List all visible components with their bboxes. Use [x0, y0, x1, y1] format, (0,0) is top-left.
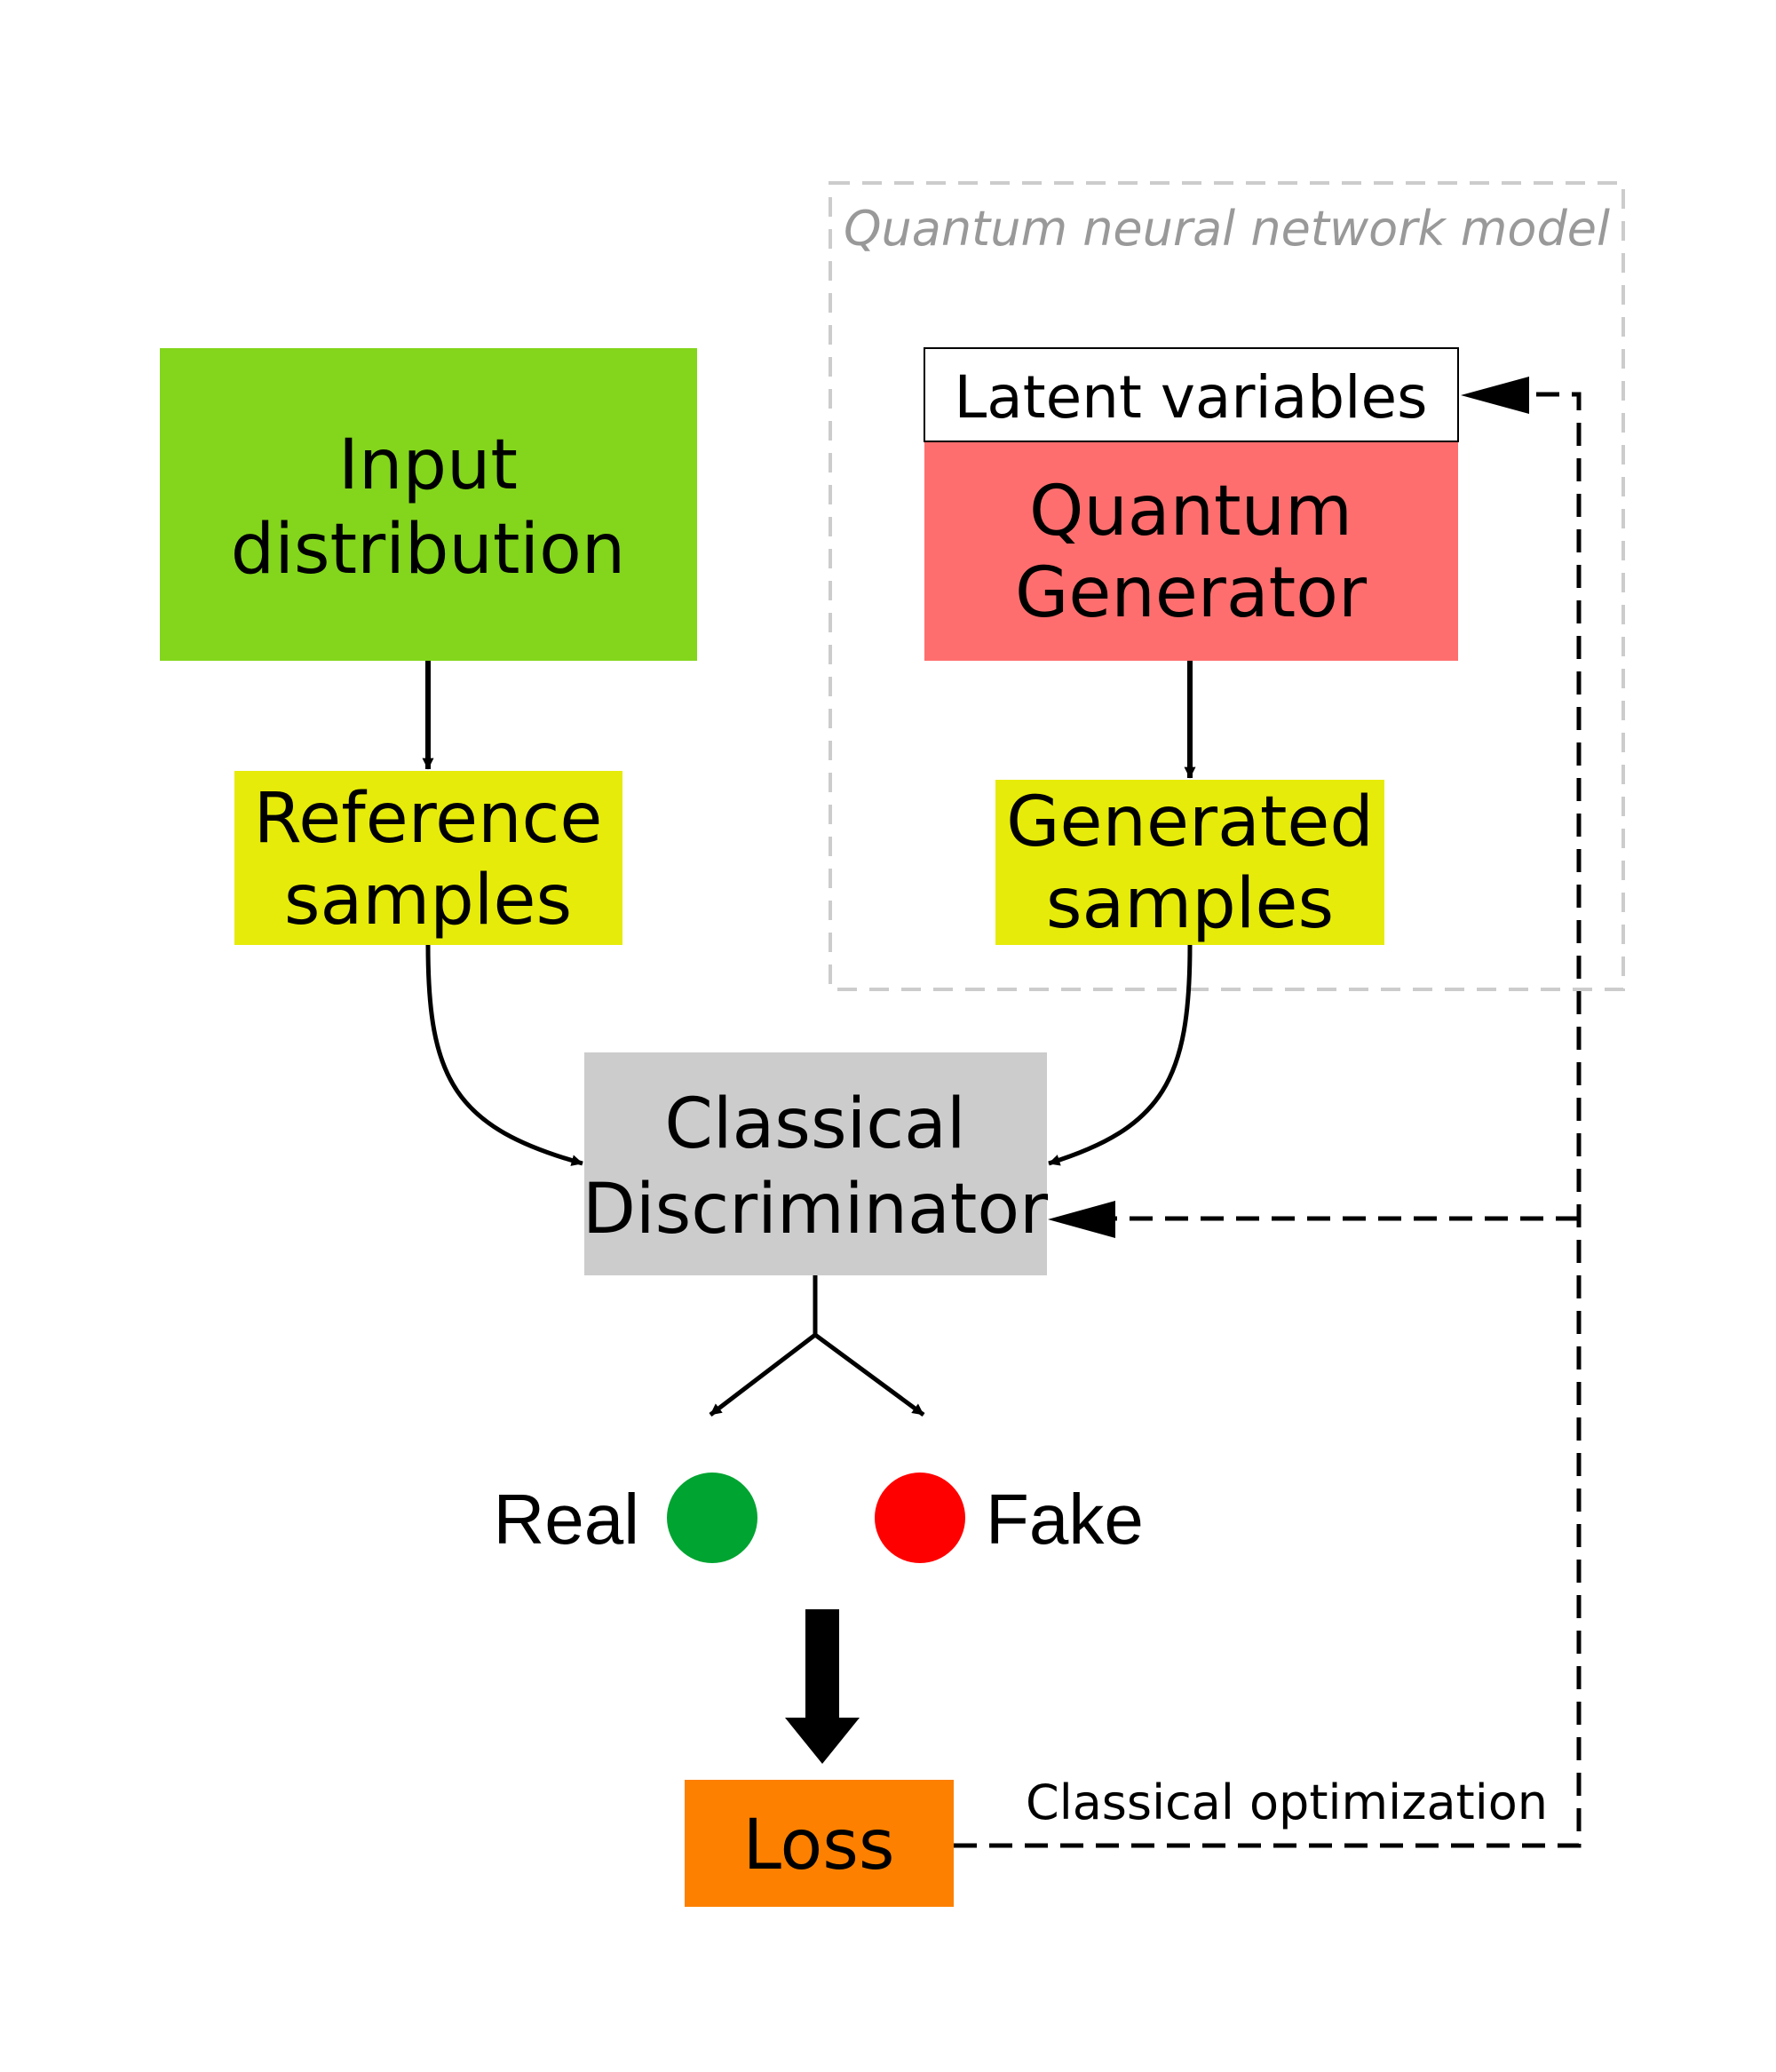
latent-variables-node: Latent variables [924, 347, 1459, 442]
quantum-generator-label-line1: Quantum [1029, 472, 1352, 552]
generated-samples-label-line2: samples [1046, 864, 1334, 944]
reference-samples-label-line1: Reference [254, 779, 603, 859]
input-distribution-box [160, 348, 697, 661]
quantum-model-label: Quantum neural network model [844, 201, 1610, 257]
quantum-generator-label-line2: Generator [1015, 553, 1368, 633]
classical-discriminator-node: Classical Discriminator [583, 1052, 1049, 1275]
fake-label: Fake [986, 1480, 1144, 1559]
thick-arrow-head [785, 1718, 860, 1764]
generated-samples-node: Generated samples [995, 780, 1384, 945]
reference-samples-label-line2: samples [284, 861, 572, 941]
arrow-to-fake [813, 1332, 925, 1417]
loss-label: Loss [742, 1806, 894, 1885]
quantum-model-group: Quantum neural network model [829, 181, 1625, 991]
real-indicator-dot [667, 1473, 757, 1563]
loss-node: Loss [685, 1780, 954, 1907]
real-label: Real [493, 1480, 639, 1559]
real-output: Real [493, 1473, 757, 1563]
quantum-model-border [829, 181, 1625, 991]
feedback-arrowhead-latent [1461, 377, 1529, 414]
generated-samples-box [995, 780, 1384, 945]
classical-optimization-label: Classical optimization [1026, 1774, 1548, 1830]
latent-variables-label: Latent variables [954, 363, 1427, 432]
latent-variables-box [924, 347, 1459, 442]
classical-discriminator-label-line2: Discriminator [583, 1170, 1049, 1250]
classical-discriminator-label-line1: Classical [664, 1084, 965, 1164]
fake-indicator-dot [875, 1473, 965, 1563]
input-distribution-node: Input distribution [160, 348, 697, 661]
quantum-generator-node: Quantum Generator [924, 442, 1458, 661]
loss-box [685, 1780, 954, 1907]
feedback-arrowheads [1048, 377, 1529, 1238]
feedback-loop-line [954, 392, 1582, 1848]
thick-arrow-to-loss [785, 1609, 860, 1764]
arrow-generated-to-discriminator [1048, 944, 1193, 1166]
input-distribution-label-line2: distribution [231, 510, 626, 590]
generated-samples-label-line1: Generated [1006, 782, 1374, 862]
classical-discriminator-box [584, 1052, 1047, 1275]
reference-samples-node: Reference samples [234, 771, 622, 945]
reference-samples-box [234, 771, 622, 945]
feedback-connectors [954, 392, 1582, 1848]
arrow-to-real [709, 1333, 817, 1417]
feedback-arrowhead-discriminator [1048, 1201, 1115, 1238]
input-distribution-label-line1: Input [338, 425, 518, 505]
fake-output: Fake [875, 1473, 1144, 1563]
solid-connectors [422, 661, 1196, 1417]
quantum-generator-box [924, 442, 1458, 661]
thick-arrow-shaft [805, 1609, 839, 1719]
arrow-reference-to-discriminator [425, 944, 583, 1166]
